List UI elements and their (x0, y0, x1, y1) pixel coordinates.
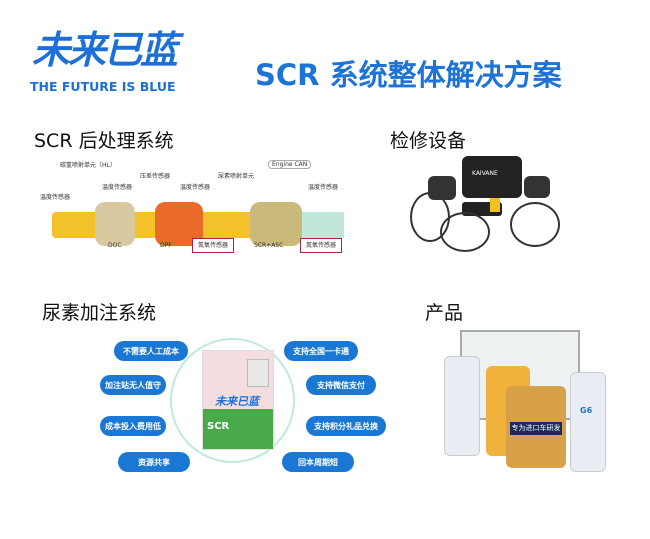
feature-pill: 成本投入费用低 (100, 416, 166, 436)
logo: 未来已蓝 (32, 28, 178, 72)
scr-unit (250, 202, 302, 246)
section-maintenance-title: 检修设备 (390, 130, 467, 152)
diagram-label: 碳氢喷射单元（HL） (60, 162, 116, 169)
nox-sensor-label: 氮氧传感器 (192, 238, 235, 253)
logo-tagline: THE FUTURE IS BLUE (30, 79, 176, 94)
diagram-label: 温度传感器 (40, 194, 71, 201)
section-urea-title: 尿素加注系统 (42, 302, 157, 324)
diagram-label: 压差传感器 (140, 173, 171, 180)
maintenance-equipment-image: KAIVANE (400, 152, 570, 262)
diagram-label: 温度传感器 (180, 184, 211, 191)
equipment-brand: KAIVANE (472, 170, 498, 177)
scr-diagram: 温度传感器 碳氢喷射单元（HL） 温度传感器 压差传感器 温度传感器 尿素喷射单… (40, 160, 350, 260)
feature-pill: 支持微信支付 (306, 375, 376, 395)
section-scr-title: SCR 后处理系统 (34, 130, 174, 152)
dispenser-ring (170, 338, 295, 463)
product-label: 专为进口车研发 (510, 422, 562, 435)
feature-pill: 支持积分礼品兑换 (306, 416, 386, 436)
feature-pill: 资源共享 (118, 452, 190, 472)
products-image: G6 专为进口车研发 (440, 326, 615, 526)
feature-pill: 加注站无人值守 (100, 375, 166, 395)
diagram-label: 温度传感器 (308, 184, 339, 191)
diagram-label: Engine CAN (268, 160, 312, 169)
feature-pill: 回本周期短 (282, 452, 354, 472)
feature-pill: 不需要人工成本 (114, 341, 188, 361)
product-tag: G6 (580, 406, 593, 415)
unit-label: DPF (160, 242, 172, 249)
diagram-label: 尿素喷射单元 (218, 173, 255, 180)
section-products-title: 产品 (425, 302, 464, 324)
machine-label: SCR (207, 421, 230, 432)
nox-sensor-label: 氮氧传感器 (300, 238, 343, 253)
unit-label: DOC (108, 242, 122, 249)
urea-dispenser-image: 未来已蓝 SCR (202, 350, 274, 450)
unit-label: SCR+ASC (254, 242, 284, 249)
machine-brand: 未来已蓝 (215, 395, 259, 408)
feature-pill: 支持全国一卡通 (284, 341, 358, 361)
doc-unit (95, 202, 135, 246)
diagram-label: 温度传感器 (102, 184, 133, 191)
page-title: SCR 系统整体解决方案 (255, 58, 562, 92)
